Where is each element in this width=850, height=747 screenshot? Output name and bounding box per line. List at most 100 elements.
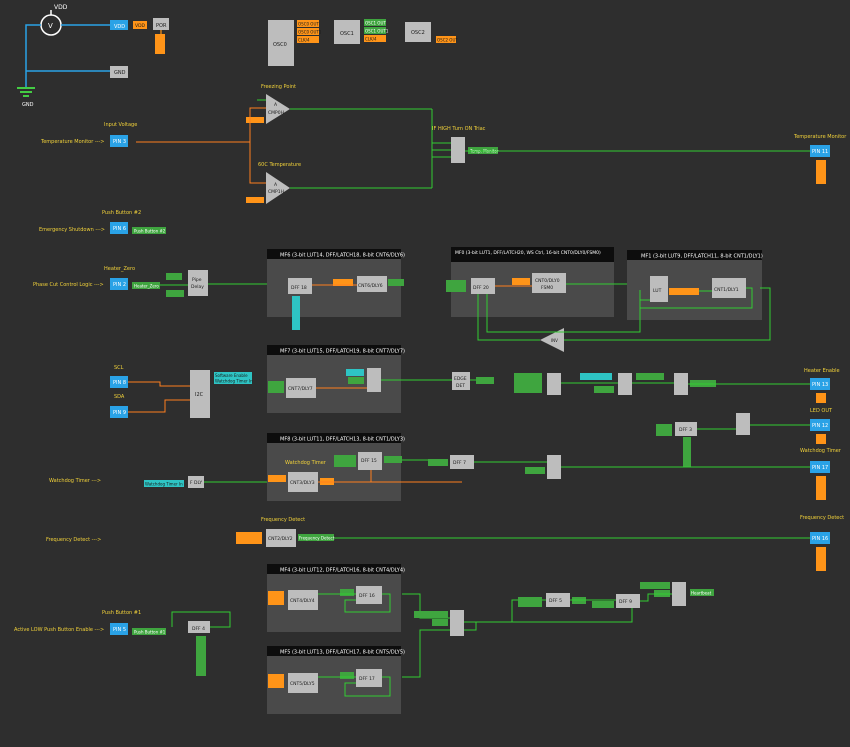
heartbeat-lut-block[interactable]	[672, 582, 686, 606]
heater-lut-3[interactable]	[674, 373, 688, 395]
freezing-point-label: Freezing Point	[261, 84, 296, 90]
pin-11[interactable]	[810, 145, 830, 157]
cnt2-block[interactable]	[266, 529, 296, 547]
push-button-2-tag-label: Push Button #2	[134, 229, 166, 234]
pin-12[interactable]	[810, 419, 830, 431]
mf4-block[interactable]: MF4 (3-bit LUT12, DFF/LATCH16, 8-bit CNT…	[267, 564, 405, 632]
gnd-pin[interactable]	[110, 66, 128, 78]
temp-in-wire-2	[249, 142, 266, 184]
osc0-tag-2	[297, 28, 319, 35]
i2c-block[interactable]	[190, 370, 210, 418]
cmp0-label-a: A	[274, 102, 278, 108]
pin-9[interactable]	[110, 406, 128, 418]
heater-zero-tag	[132, 282, 160, 289]
pin-6[interactable]	[110, 222, 128, 234]
inverter-icon[interactable]	[540, 328, 564, 352]
dff4-block[interactable]	[188, 621, 210, 633]
cnt3-label: CNT3/DLY3	[290, 480, 315, 486]
heater-lut-2[interactable]	[618, 373, 632, 395]
dff17-block[interactable]	[356, 669, 382, 687]
osc0-tag-2-label: OSC0 OUT1	[298, 30, 322, 35]
dff18-block[interactable]	[288, 278, 312, 294]
vdd-top-label: VDD	[54, 4, 68, 11]
osc0-tag-1-label: OSC0 OUT	[298, 22, 319, 27]
cnt5-block[interactable]	[288, 673, 318, 693]
pin-17[interactable]	[810, 461, 830, 473]
cmp1-triangle[interactable]	[266, 172, 290, 204]
triac-lut-block[interactable]	[451, 137, 465, 163]
pin-16[interactable]	[810, 532, 830, 544]
osc1-tag-1	[364, 19, 386, 26]
dff15-block[interactable]	[358, 452, 382, 470]
frequency-detect-tag	[298, 534, 334, 541]
mf7-title: MF7 (3-bit LUT15, DFF/LATCH19, 8-bit CNT…	[280, 349, 405, 355]
cmp0-label-b: CMP0H	[268, 110, 284, 116]
dff16-block[interactable]	[356, 586, 382, 604]
vdd-pin[interactable]	[110, 20, 128, 30]
mf1-title: MF1 (3-bit LUT9, DFF/LATCH11, 8-bit CNT1…	[641, 254, 763, 260]
gnd-label: GND	[22, 102, 34, 108]
pin-8[interactable]	[110, 376, 128, 388]
edge-det-block[interactable]	[452, 372, 470, 390]
pb-lut-block[interactable]	[450, 610, 464, 636]
osc1-tag-2-label: OSC1 OUT1	[365, 29, 389, 34]
pipe-delay-block[interactable]	[188, 270, 208, 296]
mf1-lut-block[interactable]	[650, 276, 668, 302]
cnt1-block[interactable]	[712, 278, 746, 298]
cnt3-block[interactable]	[288, 472, 318, 492]
mf7-lut-block[interactable]	[367, 368, 381, 392]
dff3-led-block[interactable]	[675, 422, 697, 436]
dff7-block[interactable]	[450, 455, 474, 469]
pin-5[interactable]	[110, 623, 128, 635]
mf7-block[interactable]: MF7 (3-bit LUT15, DFF/LATCH19, 8-bit CNT…	[267, 345, 452, 413]
outputs-section: Temperature Monitor PIN 11 Heater Enable…	[793, 134, 847, 571]
mf5-block[interactable]: MF5 (3-bit LUT13, DFF/LATCH17, 8-bit CNT…	[267, 646, 405, 714]
vdd-pin-label: VDD	[114, 24, 125, 30]
dff5-block[interactable]	[546, 593, 570, 607]
cnt4-block[interactable]	[288, 590, 318, 610]
dff9-block[interactable]	[616, 594, 640, 608]
inverter-label: INV	[551, 338, 558, 343]
osc2-label: OSC2	[411, 30, 425, 36]
if-high-label: IF HIGH Turn ON Triac	[432, 126, 486, 132]
osc1-block[interactable]	[334, 20, 360, 44]
mf8-block[interactable]: MF8 (3-bit LUT11, DFF/LATCH13, 8-bit CNT…	[267, 433, 810, 501]
osc2-block[interactable]	[405, 22, 431, 42]
mf1-block[interactable]: MF1 (3-bit LUT9, DFF/LATCH11, 8-bit CNT1…	[627, 250, 763, 320]
cnt6-block[interactable]	[357, 276, 387, 292]
emergency-label: Emergency Shutdown --->	[39, 227, 105, 233]
mf8-title: MF8 (3-bit LUT11, DFF/LATCH13, 8-bit CNT…	[280, 437, 405, 443]
dff17-label: DFF 17	[359, 676, 375, 682]
pin-2[interactable]	[110, 278, 128, 290]
power-section: VDD V GND VDD VDD POR GND	[17, 4, 169, 108]
mf6-block[interactable]: MF6 (3-bit LUT14, DFF/LATCH18, 8-bit CNT…	[267, 249, 405, 330]
cnt0-block[interactable]	[532, 273, 566, 293]
cnt4-label: CNT4/DLY4	[290, 598, 315, 604]
cnt7-label: CNT7/DLY7	[288, 386, 313, 392]
sda-caption: SDA	[114, 394, 125, 400]
mf4-title: MF4 (3-bit LUT12, DFF/LATCH16, 8-bit CNT…	[280, 568, 405, 574]
por-block[interactable]	[153, 18, 169, 30]
pin-13[interactable]	[810, 378, 830, 390]
pin-16-label: PIN 16	[812, 536, 828, 542]
heater-enable-caption: Heater Enable	[804, 368, 840, 374]
mf0-block[interactable]: MF0 (3-bit LUT1, DFF/LATCH20, WS Ctrl, 1…	[446, 247, 640, 317]
heater-lut-1[interactable]	[547, 373, 561, 395]
led-lut-block[interactable]	[736, 413, 750, 435]
watchdog-lut-block[interactable]	[547, 455, 561, 479]
fdly-block[interactable]	[188, 476, 204, 488]
inverter-loop: INV	[477, 287, 771, 352]
push-button-2-tag	[132, 227, 166, 234]
i2c-label: I2C	[195, 392, 204, 398]
osc0-block[interactable]	[268, 20, 294, 66]
pin-9-label: PIN 9	[113, 410, 126, 416]
heartbeat-tag	[196, 636, 206, 676]
fdly-label: F DLY	[190, 480, 202, 486]
pin-3[interactable]	[110, 135, 128, 147]
cmp0-triangle[interactable]	[266, 94, 290, 124]
cnt7-block[interactable]	[286, 378, 316, 398]
dff20-block[interactable]	[471, 278, 495, 294]
